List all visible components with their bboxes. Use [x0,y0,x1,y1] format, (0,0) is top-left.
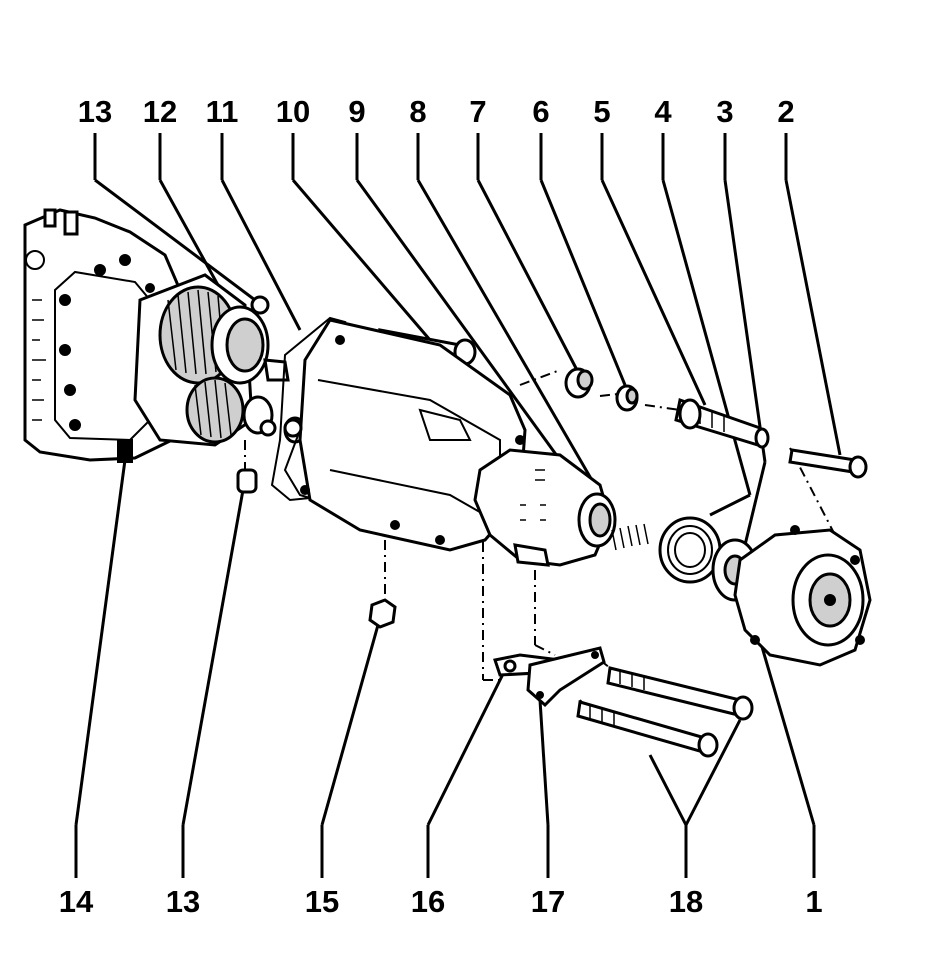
callout-4: 4 [654,94,672,129]
bushing-7 [564,367,594,399]
callout-15: 15 [305,884,339,919]
bolt-2 [788,448,868,479]
callout-13-bottom: 13 [166,884,200,919]
nut-15 [368,598,397,629]
callout-16: 16 [411,884,445,919]
callout-10: 10 [276,94,310,129]
callout-18: 18 [669,884,703,919]
bushing-6 [615,384,639,412]
support-plate [526,646,606,708]
callout-8: 8 [409,94,426,129]
end-cover [733,525,872,667]
small-spring [611,523,649,551]
callout-11: 11 [206,94,239,129]
shift-rod-housing [473,448,617,567]
callout-9: 9 [348,94,365,129]
callout-7: 7 [469,94,486,129]
shaft-5 [674,398,770,449]
callout-13-top: 13 [78,94,112,129]
leader-lines [74,133,842,878]
top-callouts: 13 12 11 10 9 8 7 6 5 4 3 2 [78,94,795,129]
long-bolts [576,666,754,758]
spring-4 [658,516,722,584]
callout-5: 5 [593,94,610,129]
bottom-callouts: 14 13 15 16 17 18 1 [59,884,823,919]
gear-cluster [133,273,307,447]
callout-6: 6 [532,94,549,129]
callout-3: 3 [716,94,733,129]
callout-14: 14 [59,884,94,919]
callout-12: 12 [143,94,177,129]
small-bushing [236,468,258,494]
callout-1: 1 [805,884,822,919]
callout-2: 2 [777,94,794,129]
callout-17: 17 [531,884,565,919]
